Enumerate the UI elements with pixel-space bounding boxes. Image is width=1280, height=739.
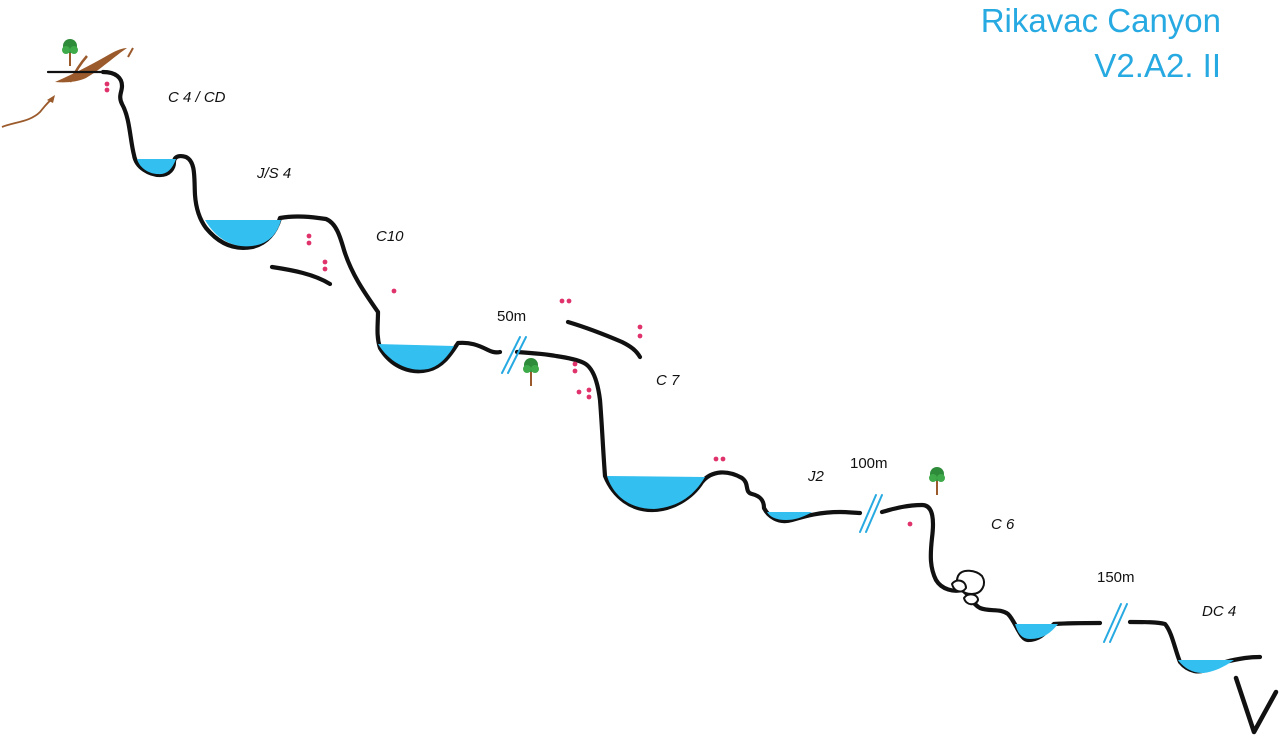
obstacle-label-c4-cd: C 4 / CD: [168, 89, 226, 106]
anchor-dot: [713, 456, 719, 462]
anchor-dot: [104, 87, 110, 93]
anchor-dot: [306, 233, 312, 239]
anchor-dot: [391, 288, 397, 294]
anchor-dot: [720, 456, 726, 462]
anchor-dot: [104, 81, 110, 87]
canyon-title: Rikavac Canyon: [981, 2, 1221, 39]
approach-path: [1, 47, 134, 128]
obstacle-label-c6: C 6: [991, 516, 1015, 533]
anchor-dot: [559, 298, 565, 304]
anchor-dot: [586, 394, 592, 400]
anchor-dot: [572, 368, 578, 374]
distance-label-150m: 150m: [1097, 569, 1135, 586]
pool-4: [607, 476, 705, 509]
obstacle-label-j2: J2: [807, 468, 825, 485]
boulder-obstacle: [950, 569, 985, 606]
pools: [137, 159, 1234, 673]
anchor-dot: [322, 259, 328, 265]
obstacle-label-dc4: DC 4: [1202, 603, 1236, 620]
anchor-dot: [572, 361, 578, 367]
distance-label-100m: 100m: [850, 455, 888, 472]
anchor-points: [104, 81, 913, 527]
pool-7: [1178, 660, 1234, 673]
anchor-dot: [566, 298, 572, 304]
pool-5: [767, 512, 812, 520]
pool-3: [378, 344, 454, 370]
distance-breaks: [501, 336, 1128, 643]
tree-icon: [929, 467, 945, 495]
pool-1: [137, 159, 176, 175]
distance-label-50m: 50m: [497, 308, 526, 325]
anchor-dot: [576, 389, 582, 395]
pool-2: [205, 220, 281, 247]
canyon-grade: V2.A2. II: [1094, 47, 1221, 84]
anchor-dot: [637, 333, 643, 339]
pool-6: [1015, 624, 1058, 639]
anchor-dot: [322, 266, 328, 272]
canyon-profile: [46, 69, 1263, 674]
exit-arrow-icon: [1233, 675, 1279, 735]
anchor-dot: [306, 240, 312, 246]
anchor-dot: [586, 387, 592, 393]
anchor-dot: [907, 521, 913, 527]
obstacle-label-c10: C10: [376, 228, 404, 245]
obstacle-label-js4: J/S 4: [256, 165, 291, 182]
anchor-dot: [637, 324, 643, 330]
tree-icon: [523, 358, 539, 386]
tree-icon: [62, 39, 78, 66]
obstacle-label-c7: C 7: [656, 372, 680, 389]
